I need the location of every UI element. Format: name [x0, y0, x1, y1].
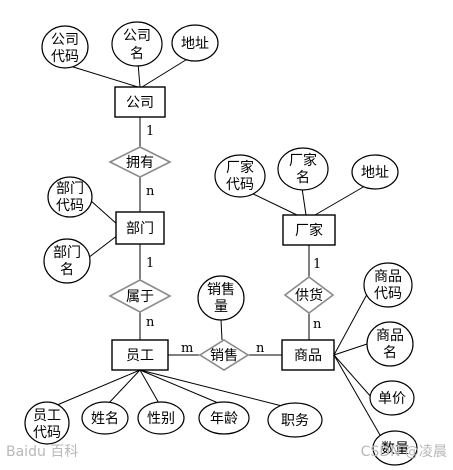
- connector-lines: [49, 57, 381, 436]
- relationship-own-label: 拥有: [126, 155, 154, 171]
- line-emp-position: [139, 369, 291, 409]
- attr-factory-code-line2: 代码: [226, 177, 254, 193]
- relationship-supply-label: 供货: [295, 287, 323, 304]
- entity-company-label: 公司: [126, 95, 154, 111]
- attr-emp-name-text: 姓名: [91, 411, 119, 427]
- line-company-code: [69, 65, 139, 88]
- attr-dept-name-line2: 名: [60, 262, 74, 278]
- relationship-belong-label: 属于: [126, 289, 154, 305]
- attr-product-qty: 数量: [372, 430, 418, 466]
- attr-dept-name-line1: 部门: [53, 245, 81, 261]
- line-emp-age: [139, 369, 224, 406]
- line-dept-name: [87, 234, 119, 259]
- line-emp-name: [106, 369, 141, 406]
- attr-emp-age-text: 年龄: [210, 411, 238, 427]
- attr-company-name-line2: 名: [130, 46, 144, 62]
- attr-emp-gender: 性别: [137, 401, 185, 435]
- attr-company-address: 地址: [171, 24, 219, 62]
- card-company-own: 1: [146, 124, 154, 139]
- relationship-sell: 销售: [198, 339, 250, 371]
- attr-product-name: 商品 名: [366, 321, 414, 367]
- attr-product-name-line2: 名: [383, 345, 397, 361]
- attr-company-name: 公司 名: [111, 21, 163, 67]
- watermark-right: CSDN @凌晨: [361, 444, 447, 460]
- entity-product: 商品: [281, 339, 335, 371]
- attr-company-code-line2: 代码: [51, 49, 79, 65]
- watermark-left: Baidu 百科: [6, 444, 78, 460]
- entity-product-label: 商品: [294, 348, 322, 364]
- relationship-supply: 供货: [283, 276, 335, 314]
- line-sell-volume: [220, 319, 223, 341]
- attr-sales-volume-line2: 量: [214, 299, 228, 315]
- line-emp-code: [49, 369, 141, 409]
- card-dept-belong: 1: [146, 256, 154, 271]
- attr-product-code: 商品 代码: [363, 262, 413, 308]
- attr-emp-code-line1: 员工: [33, 408, 61, 424]
- attr-factory-address-text: 地址: [361, 165, 389, 181]
- attr-company-address-text: 地址: [181, 36, 209, 52]
- attr-dept-code: 部门 代码: [47, 176, 93, 218]
- attr-dept-name: 部门 名: [43, 238, 91, 284]
- attr-factory-address: 地址: [351, 154, 399, 190]
- attr-factory-name-line1: 厂家: [289, 152, 317, 169]
- line-product-qty: [333, 354, 381, 436]
- attr-product-code-line1: 商品: [374, 269, 402, 285]
- attr-product-name-line1: 商品: [376, 328, 404, 344]
- line-emp-gender: [139, 369, 161, 406]
- line-product-price: [333, 354, 373, 399]
- entity-factory-label: 厂家: [295, 222, 323, 239]
- entity-company: 公司: [114, 86, 166, 118]
- attr-dept-code-line2: 代码: [56, 198, 84, 214]
- attr-factory-code-line1: 厂家: [226, 159, 254, 176]
- line-factory-name: [301, 187, 307, 216]
- attr-dept-code-line1: 部门: [56, 181, 84, 197]
- attr-emp-name: 姓名: [81, 401, 129, 435]
- card-belong-emp: n: [146, 315, 155, 330]
- line-product-name: [333, 343, 368, 356]
- card-factory-supply: 1: [313, 257, 321, 272]
- attr-product-qty-text: 数量: [381, 441, 409, 457]
- attr-company-name-line1: 公司: [123, 28, 151, 44]
- attr-company-code: 公司 代码: [41, 25, 89, 69]
- line-dept-code: [89, 199, 119, 226]
- attr-emp-code-line2: 代码: [33, 425, 61, 441]
- card-sell-product: n: [256, 341, 265, 356]
- attr-product-price-text: 单价: [378, 391, 406, 407]
- attr-sales-volume-line1: 销售: [207, 282, 235, 298]
- entity-employee: 员工: [111, 339, 169, 371]
- attr-factory-name: 厂家 名: [277, 147, 329, 191]
- card-emp-sell: m: [181, 341, 193, 356]
- attr-emp-gender-text: 性别: [147, 411, 175, 427]
- line-factory-address: [314, 185, 366, 216]
- attr-sales-volume: 销售 量: [197, 275, 245, 321]
- attr-emp-age: 年龄: [198, 401, 250, 435]
- attr-company-code-line1: 公司: [51, 32, 79, 48]
- card-supply-product: n: [313, 317, 322, 332]
- line-product-code: [333, 284, 373, 356]
- entity-employee-label: 员工: [126, 348, 154, 364]
- attr-product-price: 单价: [369, 380, 415, 416]
- attr-factory-name-line2: 名: [296, 170, 310, 186]
- attr-factory-code: 厂家 代码: [214, 154, 266, 198]
- entity-department-label: 部门: [126, 221, 154, 237]
- relationship-sell-label: 销售: [210, 348, 238, 364]
- relationship-belong: 属于: [108, 279, 172, 313]
- attr-emp-position: 职务: [267, 402, 323, 438]
- card-own-dept: n: [146, 184, 155, 199]
- attr-emp-code: 员工 代码: [24, 401, 70, 445]
- line-company-address: [141, 57, 190, 88]
- line-company-name: [137, 62, 141, 88]
- attr-emp-position-text: 职务: [281, 413, 309, 429]
- relationship-own: 拥有: [108, 146, 172, 178]
- entity-factory: 厂家: [282, 214, 336, 246]
- entity-department: 部门: [115, 211, 165, 245]
- attr-product-code-line2: 代码: [374, 286, 402, 302]
